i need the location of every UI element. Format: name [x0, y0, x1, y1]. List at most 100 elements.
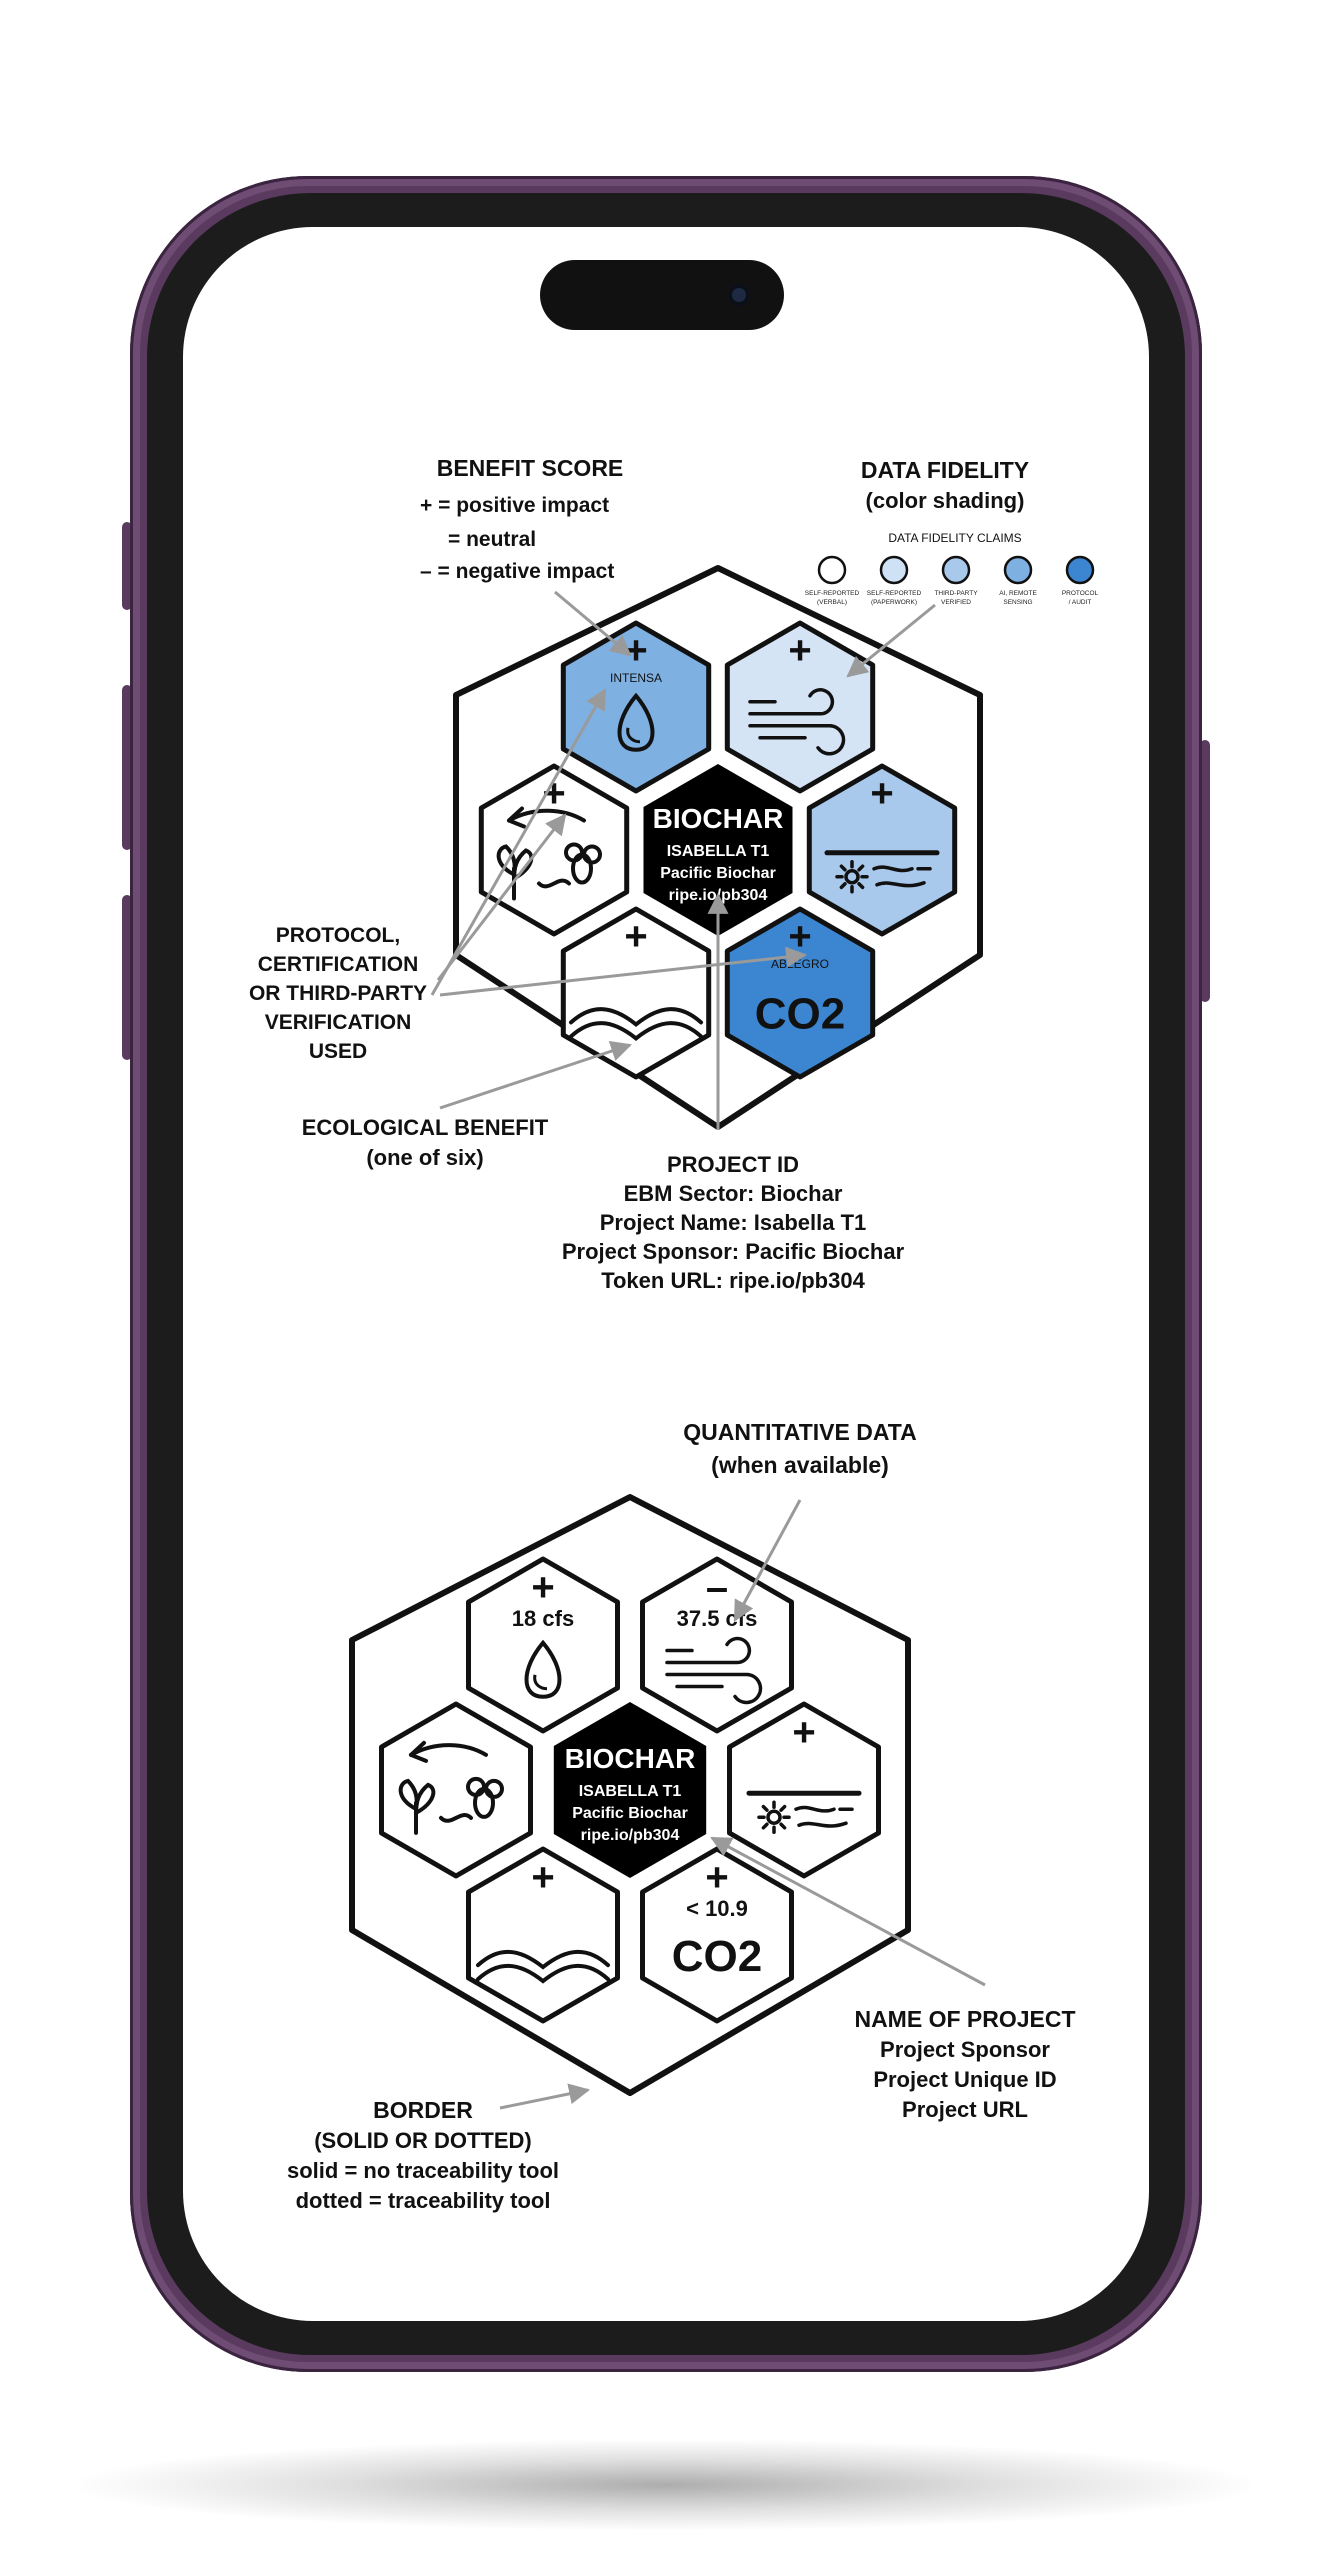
svg-text:Project URL: Project URL: [902, 2097, 1028, 2122]
benefit-score-land: +: [531, 1855, 554, 1899]
fidelity-level-sublabel: SENSING: [1003, 599, 1032, 606]
fidelity-swatches: SELF-REPORTED (VERBAL) SELF-REPORTED (PAPER…: [805, 555, 1099, 606]
soil-sun-icon: [824, 850, 940, 894]
benefit-score-bio: +: [542, 771, 565, 815]
hex-bio: [379, 1701, 533, 1879]
volume-up-button[interactable]: [122, 685, 132, 850]
fidelity-level-sublabel: (PAPERWORK): [871, 599, 917, 606]
protocol-label: PROTOCOL, CERTIFICATION OR THIRD-PARTY V…: [249, 924, 427, 1063]
svg-text:(when available): (when available): [711, 1452, 889, 1478]
benefit-cell-water[interactable]: +18 cfs: [466, 1556, 620, 1734]
fidelity-level-label: AI, REMOTE: [999, 590, 1037, 597]
svg-text:NAME OF PROJECT: NAME OF PROJECT: [854, 2006, 1075, 2032]
svg-text:ECOLOGICAL BENEFIT: ECOLOGICAL BENEFIT: [302, 1115, 549, 1140]
center-line2: Pacific Biochar: [660, 865, 776, 882]
svg-text:QUANTITATIVE DATA: QUANTITATIVE DATA: [683, 1419, 916, 1445]
hex-land: [560, 906, 712, 1080]
svg-text:BORDER: BORDER: [373, 2097, 473, 2123]
benefit-score-water: +: [531, 1565, 554, 1609]
data-fidelity-legend: DATA FIDELITY (color shading) DATA FIDEL…: [805, 457, 1099, 606]
center-line2: Pacific Biochar: [572, 1805, 688, 1822]
svg-text:(SOLID OR DOTTED): (SOLID OR DOTTED): [314, 2128, 532, 2153]
svg-text:EBM Sector: Biochar: EBM Sector: Biochar: [624, 1181, 843, 1206]
benefit-cell-bio[interactable]: [379, 1701, 533, 1879]
callout-protocol-2: [436, 813, 567, 981]
eco-benefit-label: ECOLOGICAL BENEFIT (one of six): [302, 1115, 549, 1170]
benefit-score-legend: BENEFIT SCORE + = positive impact = neut…: [420, 455, 623, 583]
benefit-cell-land[interactable]: +: [466, 1846, 620, 2024]
fidelity-level-4: AI, REMOTE SENSING: [999, 555, 1037, 606]
hex-soil: [727, 1701, 881, 1879]
benefit-cell-bio[interactable]: +: [478, 763, 630, 937]
center-hex-shape: [553, 1702, 707, 1878]
land-wave-icon: [476, 1949, 610, 1984]
callout-protocol-3: [439, 946, 808, 997]
benefit-score-soil: +: [870, 771, 893, 815]
benefit-cell-water[interactable]: +INTENSA: [560, 620, 712, 794]
svg-text:Token URL: ripe.io/pb304: Token URL: ripe.io/pb304: [601, 1268, 865, 1293]
data-fidelity-subtitle: (color shading): [866, 488, 1025, 513]
quant-value-water: 18 cfs: [512, 1606, 574, 1631]
name-of-project-label: NAME OF PROJECT Project Sponsor Project …: [854, 2006, 1075, 2122]
fidelity-level-sublabel: (VERBAL): [817, 599, 847, 606]
data-fidelity-claims-title: DATA FIDELITY CLAIMS: [888, 531, 1021, 545]
center-line3: ripe.io/pb304: [581, 1827, 680, 1844]
quant-value-carbon: < 10.9: [686, 1896, 748, 1921]
svg-text:USED: USED: [309, 1040, 367, 1063]
benefit-cell-land[interactable]: +: [560, 906, 712, 1080]
border-label: BORDER (SOLID OR DOTTED) solid = no trac…: [287, 2097, 559, 2213]
fidelity-level-5: PROTOCOL/ AUDIT: [1062, 555, 1099, 606]
benefit-score-carbon: +: [705, 1855, 728, 1899]
hex-bio: [478, 763, 630, 937]
benefit-cell-air[interactable]: +: [724, 620, 876, 794]
svg-text:(one of six): (one of six): [366, 1145, 483, 1170]
biodiversity-icon: [496, 806, 602, 901]
callout-data-fidelity: [846, 603, 936, 678]
benefit-score-land: +: [624, 914, 647, 958]
quantitative-data-label: QUANTITATIVE DATA (when available): [683, 1419, 916, 1478]
camera-icon: [728, 284, 750, 306]
center-title: BIOCHAR: [653, 803, 784, 834]
benefit-score-carbon: +: [788, 914, 811, 958]
fidelity-level-2: SELF-REPORTED (PAPERWORK): [867, 555, 922, 606]
floor-shadow: [80, 2440, 1250, 2530]
action-button[interactable]: [122, 522, 132, 610]
fidelity-level-label: SELF-REPORTED: [867, 590, 922, 597]
diagram-2-callouts: [499, 1499, 986, 2110]
callout-benefit-score: [554, 590, 632, 657]
callout-quantitative: [733, 1499, 802, 1622]
benefit-score-air: –: [706, 1565, 728, 1609]
benefit-cell-soil[interactable]: +: [806, 763, 958, 937]
fidelity-swatch: [817, 555, 847, 585]
cell-label-water: INTENSA: [610, 671, 662, 685]
co2-text: CO2: [755, 989, 845, 1038]
fidelity-swatch: [1065, 555, 1095, 585]
svg-text:Project Sponsor: Project Sponsor: [880, 2037, 1050, 2062]
fidelity-level-label: THIRD-PARTY: [934, 590, 978, 597]
svg-text:Project Name: Isabella T1: Project Name: Isabella T1: [600, 1210, 867, 1235]
benefit-score-neutral: = neutral: [448, 528, 536, 551]
benefit-score-water: +: [624, 628, 647, 672]
svg-text:CERTIFICATION: CERTIFICATION: [258, 953, 419, 976]
wind-icon: [665, 1636, 763, 1705]
hex-water: [560, 620, 712, 794]
outer-hex-border-2: [349, 1494, 911, 2096]
center-line1: ISABELLA T1: [667, 843, 770, 860]
callout-protocol-1: [430, 688, 607, 996]
hex-land: [466, 1846, 620, 2024]
benefit-cell-air[interactable]: –37.5 cfs: [640, 1556, 794, 1734]
svg-text:Project Sponsor: Pacific Bioch: Project Sponsor: Pacific Biochar: [562, 1239, 905, 1264]
center-hex-shape: [643, 764, 793, 936]
soil-sun-icon: [746, 1790, 862, 1834]
power-button[interactable]: [1200, 740, 1210, 1002]
benefit-cell-soil[interactable]: +: [727, 1701, 881, 1879]
hex-carbon: [724, 906, 876, 1080]
fidelity-level-sublabel: / AUDIT: [1069, 599, 1092, 606]
project-id-label: PROJECT ID EBM Sector: Biochar Project N…: [562, 1152, 905, 1293]
callout-name-of-project: [710, 1836, 986, 1987]
volume-down-button[interactable]: [122, 895, 132, 1060]
